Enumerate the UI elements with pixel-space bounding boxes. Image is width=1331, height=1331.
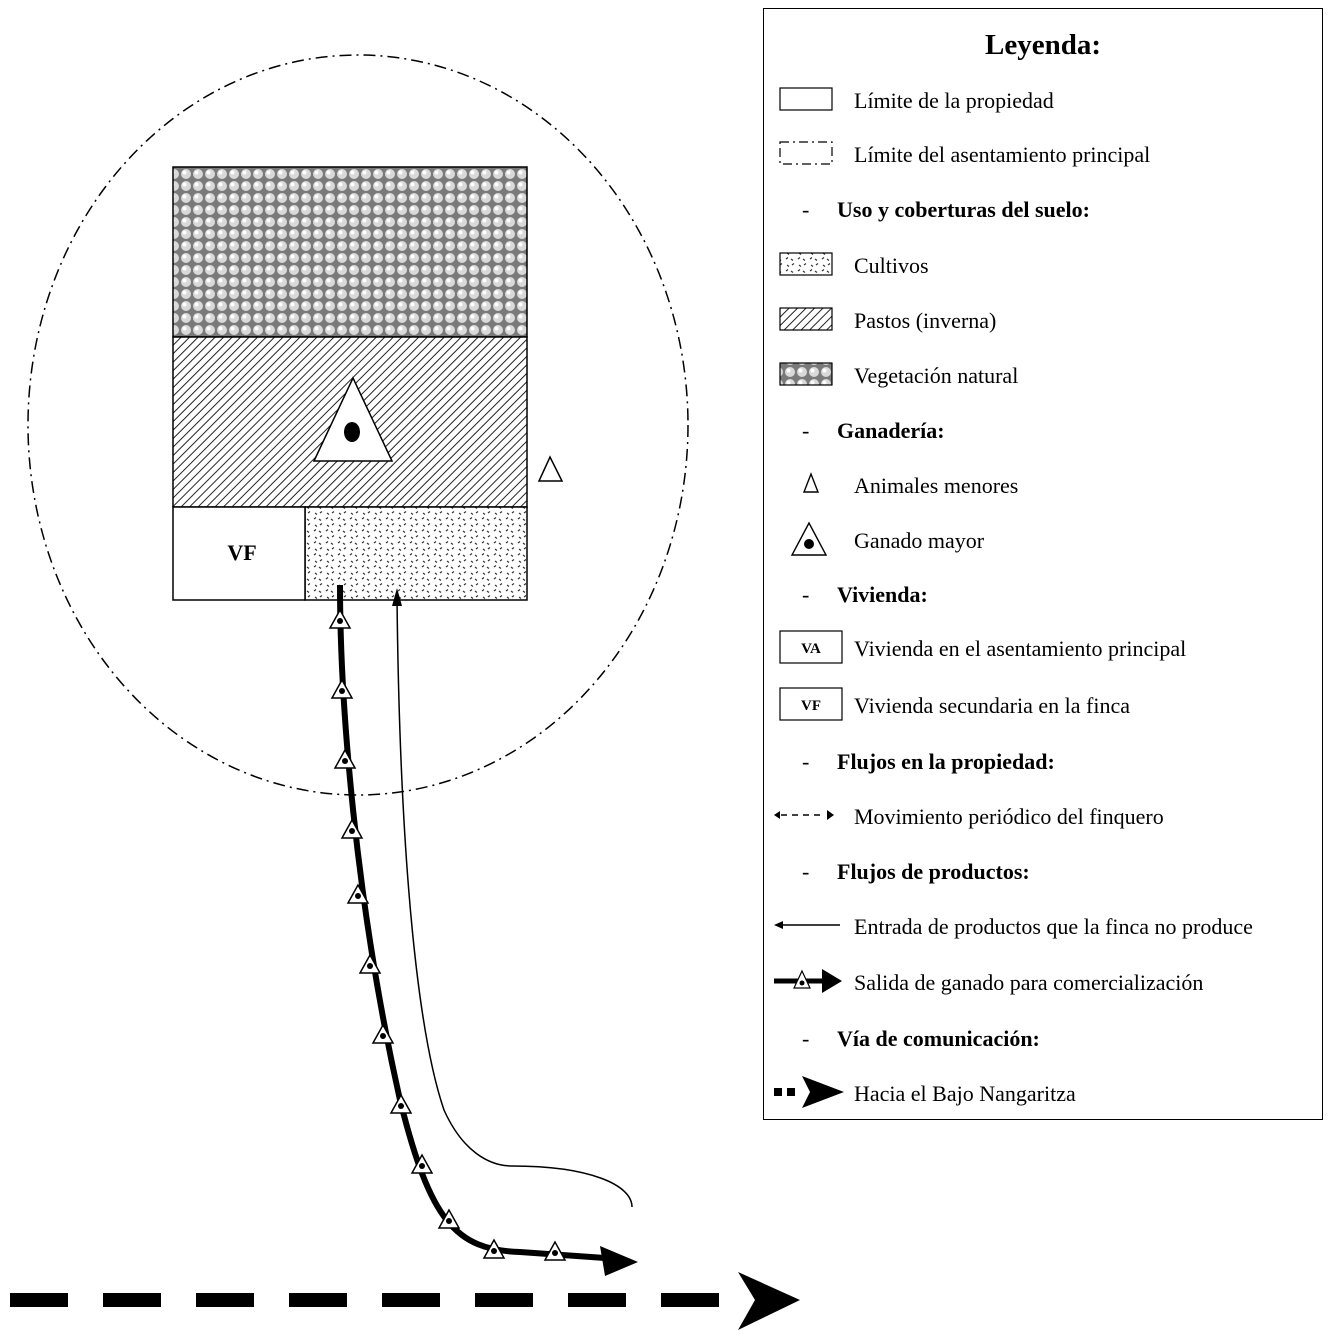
road-dash — [196, 1293, 254, 1307]
legend-item: Hacia el Bajo Nangaritza — [764, 1072, 1322, 1112]
legend-item: VA Vivienda en el asentamiento principal — [764, 627, 1322, 667]
legend-label: Cultivos — [854, 253, 929, 278]
legend-item: Límite de la propiedad — [764, 79, 1322, 119]
legend-section-dash: - — [802, 418, 810, 443]
legend-label: Vía de comunicación: — [837, 1026, 1040, 1051]
legend-label: Flujos en la propiedad: — [837, 749, 1055, 774]
legend-item: Ganado mayor — [764, 519, 1322, 559]
road-dash — [475, 1293, 533, 1307]
marker-dot — [491, 1248, 497, 1254]
product-inflow-arrowhead — [392, 588, 402, 606]
legend-section-header: - Vía de comunicación: — [764, 1017, 1322, 1057]
periodic-movement-arrow-icon — [772, 795, 842, 835]
legend-symbol-text: VF — [801, 698, 821, 714]
marker-dot — [339, 688, 345, 694]
legend-section-header: - Flujos de productos: — [764, 850, 1322, 890]
house-vf-label: VF — [227, 540, 256, 565]
legend-section-header: - Flujos en la propiedad: — [764, 740, 1322, 780]
marker-dot — [446, 1218, 452, 1224]
road-arrow-icon — [772, 1072, 844, 1112]
legend-label: Animales menores — [854, 473, 1019, 498]
marker-dot — [552, 1250, 558, 1256]
legend-label: Ganadería: — [837, 418, 945, 443]
settlement-boundary-icon — [772, 133, 842, 173]
legend-label: Ganado mayor — [854, 528, 985, 553]
house-vf-box — [172, 506, 306, 601]
road-dash — [289, 1293, 347, 1307]
legend-title: Leyenda: — [985, 29, 1101, 61]
pasture-pattern-icon — [772, 299, 842, 339]
legend-label: Flujos de productos: — [837, 859, 1030, 884]
natural-vegetation-area — [172, 166, 528, 338]
legend-item: Límite del asentamiento principal — [764, 133, 1322, 173]
legend-item: Cultivos — [764, 244, 1322, 284]
legend-section-dash: - — [802, 197, 810, 222]
legend-label: Vegetación natural — [854, 363, 1019, 388]
legend-label: Vivienda: — [837, 582, 928, 607]
legend-label: Salida de ganado para comercialización — [854, 970, 1204, 995]
road-dash — [103, 1293, 161, 1307]
legend-symbol-text: VA — [801, 641, 821, 657]
legend-label: Límite del asentamiento principal — [854, 142, 1151, 167]
legend-label: Movimiento periódico del finquero — [854, 804, 1164, 829]
legend-section-header: - Ganadería: — [764, 409, 1322, 449]
legend-item: Vegetación natural — [764, 354, 1322, 394]
legend-label: Límite de la propiedad — [854, 88, 1054, 113]
small-animals-icon — [772, 464, 842, 504]
legend-label: Uso y coberturas del suelo: — [837, 197, 1090, 222]
house-vf-icon: VF — [772, 684, 843, 724]
crops-pattern-icon — [772, 244, 842, 284]
legend-section-dash: - — [802, 749, 810, 774]
legend-label: Hacia el Bajo Nangaritza — [854, 1081, 1076, 1106]
house-va-icon: VA — [772, 627, 843, 667]
legend-section-dash: - — [802, 1026, 810, 1051]
legend-section-dash: - — [802, 582, 810, 607]
cattle-outflow-path — [337, 584, 606, 1261]
product-inflow-path — [396, 597, 633, 1208]
cattle-symbol — [312, 376, 394, 462]
legend-label: Entrada de productos que la finca no pro… — [854, 914, 1253, 939]
marker-dot — [380, 1033, 386, 1039]
settlement-boundary — [27, 54, 689, 796]
legend-label: Vivienda en el asentamiento principal — [854, 636, 1187, 661]
marker-dot — [349, 828, 355, 834]
cattle-outflow-arrowhead — [600, 1246, 638, 1276]
product-inflow-arrow-icon — [772, 905, 842, 945]
legend-section-header: - Vivienda: — [764, 573, 1322, 613]
road-dash — [568, 1293, 626, 1307]
cattle-icon — [772, 519, 842, 559]
cattle-outflow-arrow-icon — [772, 961, 842, 1001]
marker-dot — [367, 963, 373, 969]
legend-section-dash: - — [802, 859, 810, 884]
legend-section-header: - Uso y coberturas del suelo: — [764, 188, 1322, 228]
marker-dot — [342, 758, 348, 764]
legend-item: Animales menores — [764, 464, 1322, 504]
marker-dot — [398, 1103, 404, 1109]
marker-dot — [355, 893, 361, 899]
cattle-outflow-markers — [328, 608, 567, 1261]
marker-dot — [419, 1163, 425, 1169]
road-dash — [10, 1293, 68, 1307]
legend-item: Entrada de productos que la finca no pro… — [764, 905, 1322, 945]
legend-label: Vivienda secundaria en la finca — [854, 693, 1130, 718]
marker-dot — [337, 618, 343, 624]
road-arrowhead — [738, 1272, 800, 1330]
legend-label: Pastos (inverna) — [854, 308, 997, 333]
natural-vegetation-pattern-icon — [772, 354, 842, 394]
legend-item: Movimiento periódico del finquero — [764, 795, 1322, 835]
legend-item: Salida de ganado para comercialización — [764, 961, 1322, 1001]
cattle-symbol-dot — [344, 422, 360, 442]
small-animals-symbol — [537, 455, 564, 482]
legend-item: VF Vivienda secundaria en la finca — [764, 684, 1322, 724]
legend-item: Pastos (inverna) — [764, 299, 1322, 339]
road-dash — [382, 1293, 440, 1307]
road-dash — [661, 1293, 719, 1307]
property-boundary-icon — [772, 79, 842, 119]
road-dashes — [10, 1293, 719, 1307]
